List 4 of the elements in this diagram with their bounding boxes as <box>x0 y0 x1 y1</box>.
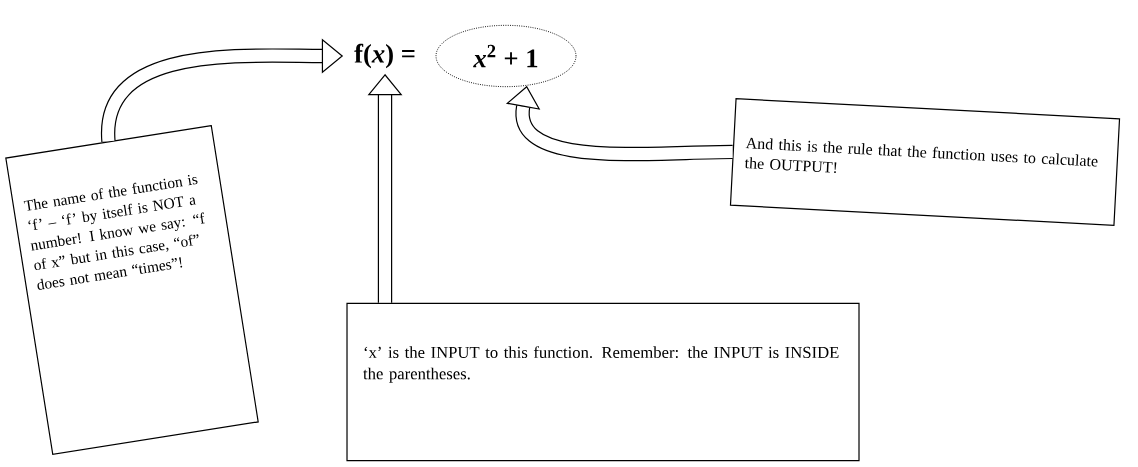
note-box: And this is the rule that the function uses to calculate the OUTPUT! <box>729 98 1121 226</box>
note-card: The name of the function is ‘f’ – ‘f’ by itself is NOT a number! I know we say: “f of x” but in this case, “of” does not mean “times”! <box>5 124 259 456</box>
formula-text: f(x) = <box>351 41 419 71</box>
note-box: ‘x’ is the INPUT to this function. Remember: the INPUT is INSIDE the parentheses. <box>346 302 860 462</box>
